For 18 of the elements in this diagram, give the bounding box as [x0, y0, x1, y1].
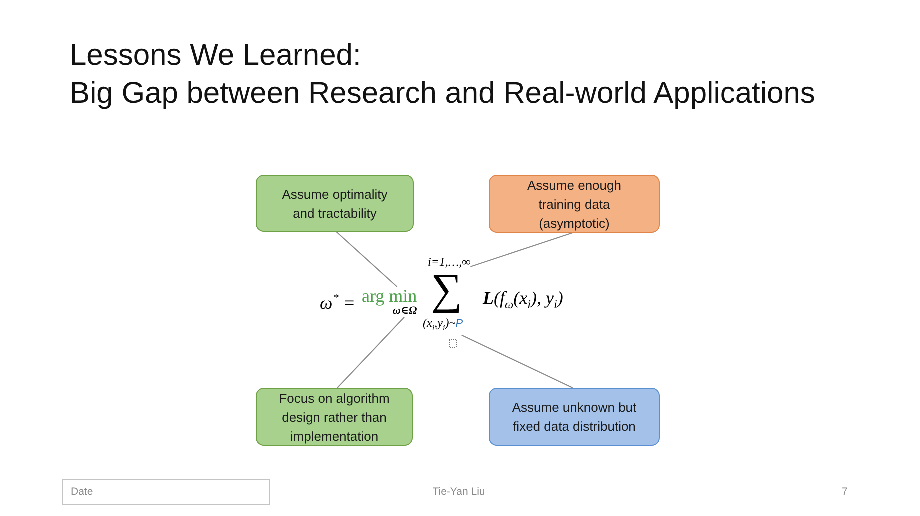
leader-line	[462, 334, 574, 388]
date-field: Date	[62, 479, 270, 505]
sum-symbol: ∑	[431, 268, 462, 312]
callout-card: Focus on algorithm design rather than implementation	[256, 388, 413, 446]
page-number: 7	[842, 485, 848, 499]
callout-card: Assume optimality and tractability	[256, 175, 414, 232]
slide-title: Lessons We Learned: Big Gap between Research and Real-world Applications	[70, 38, 816, 112]
loss-term: L(f$_{ω}$(x$_{i}$), y$_{i}$)	[483, 288, 564, 314]
footer-text: Tie-Yan Liu	[432, 485, 486, 499]
argmin-operator: arg min ω∈Ω	[362, 287, 418, 318]
leader-line	[336, 232, 398, 288]
lower-limit: (x$_{i}$,y$_{i}$)~P	[423, 316, 464, 336]
leader-line	[337, 317, 405, 388]
formula-text: ω$^{*}$ =	[320, 290, 356, 313]
callout-card: Assume enough training data (asymptotic)	[489, 175, 660, 233]
callout-card: Assume unknown but fixed data distribution	[489, 388, 660, 446]
leader-line	[470, 232, 573, 268]
upper-limit: i=1,…,∞	[428, 255, 471, 269]
